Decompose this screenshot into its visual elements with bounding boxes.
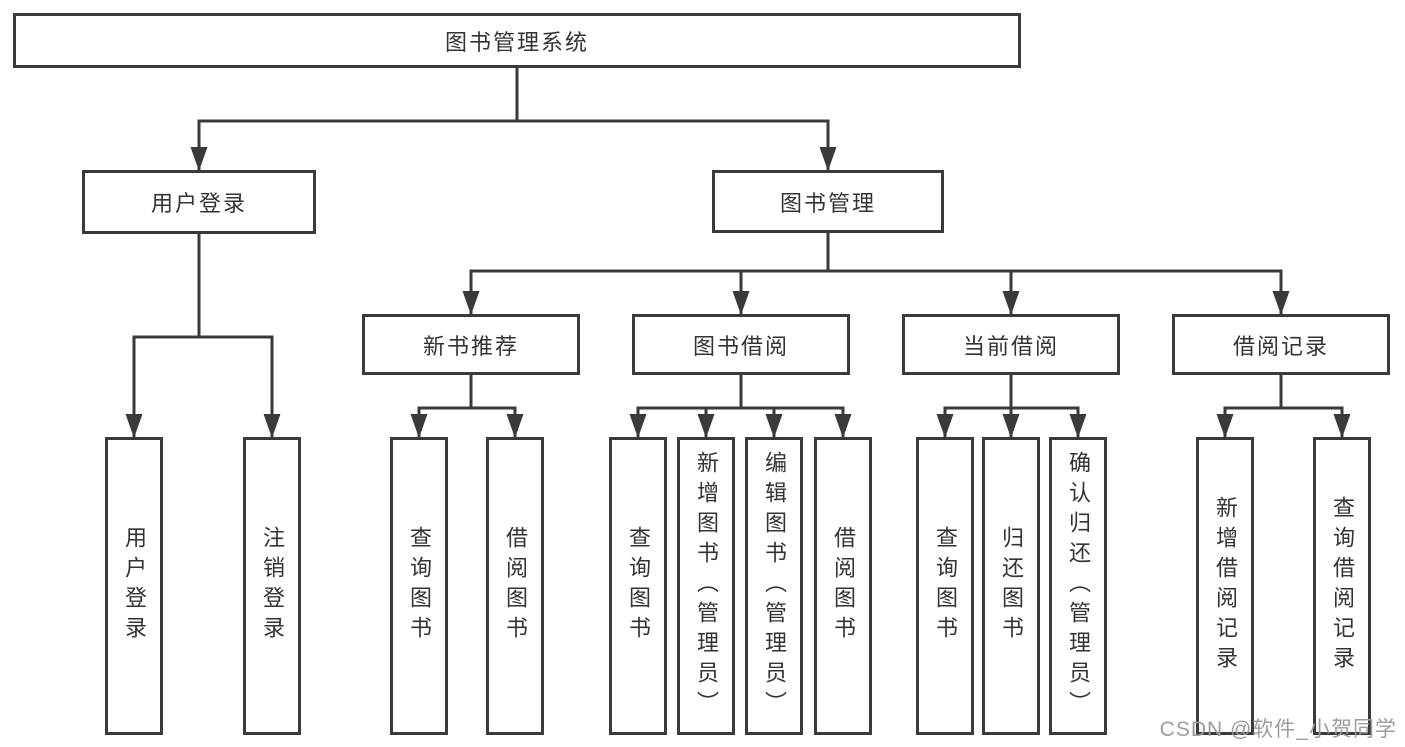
leaf-return-books: 归还图书 [982,437,1040,735]
leaf-label: 查询图书 [407,526,432,646]
leaf-label: 借阅图书 [831,526,856,646]
leaf-label: 编辑图书（管理员） [762,451,787,721]
node-current-borrowing: 当前借阅 [902,314,1120,375]
csdn-watermark: CSDN @软件_小贺同学 [1159,718,1397,741]
node-label: 图书管理 [779,190,876,216]
node-borrowing-records: 借阅记录 [1172,314,1390,375]
leaf-label: 查询借阅记录 [1330,496,1355,676]
leaf-query-books: 查询图书 [916,437,974,735]
node-label: 当前借阅 [962,333,1059,359]
node-label: 用户登录 [150,191,247,216]
node-label: 图书借阅 [692,333,789,359]
leaf-label: 查询图书 [626,526,651,646]
leaf-label: 新增图书（管理员） [694,451,719,721]
node-library-management-system: 图书管理系统 [13,13,1021,68]
leaf-add-books-admin: 新增图书（管理员） [677,437,735,735]
leaf-edit-books-admin: 编辑图书（管理员） [745,437,803,735]
node-book-borrowing: 图书借阅 [632,314,850,375]
leaf-label: 用户登录 [122,526,147,646]
leaf-user-login: 用户登录 [105,437,163,735]
leaf-label: 新增借阅记录 [1213,496,1238,676]
node-user-login: 用户登录 [82,170,316,234]
node-new-book-recommend: 新书推荐 [362,314,580,375]
leaf-borrow-books: 借阅图书 [814,437,872,735]
leaf-query-books: 查询图书 [390,437,448,735]
node-label: 借阅记录 [1232,333,1329,359]
leaf-logout: 注销登录 [243,437,301,735]
leaf-label: 查询图书 [933,526,958,646]
leaf-label: 借阅图书 [503,526,528,646]
node-label: 新书推荐 [422,333,519,359]
leaf-query-borrow-record: 查询借阅记录 [1313,437,1371,735]
leaf-label: 注销登录 [260,526,285,646]
leaf-confirm-return-admin: 确认归还（管理员） [1049,437,1107,735]
leaf-add-borrow-record: 新增借阅记录 [1196,437,1254,735]
node-label: 图书管理系统 [444,29,589,55]
leaf-label: 归还图书 [999,526,1024,646]
leaf-query-books: 查询图书 [609,437,667,735]
leaf-borrow-books: 借阅图书 [486,437,544,735]
node-book-management: 图书管理 [712,170,944,233]
leaf-label: 确认归还（管理员） [1066,451,1091,721]
